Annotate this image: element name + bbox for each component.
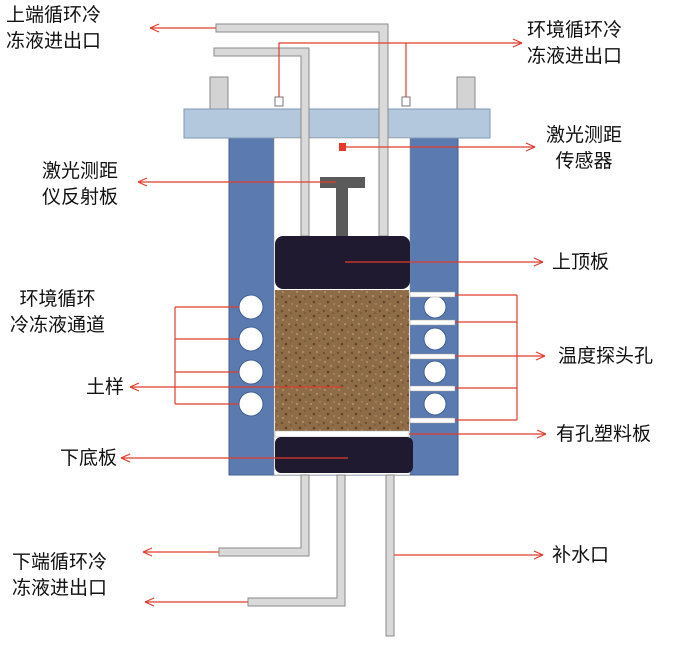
env-channel-hole <box>423 327 447 351</box>
label-top-coolant: 上端循环冷 冻液进出口 <box>6 2 101 54</box>
porous-plate <box>274 430 410 438</box>
annotation-lines <box>120 23 547 607</box>
label-line: 下端循环冷 <box>12 551 108 573</box>
top-plate <box>275 236 410 289</box>
top-lid <box>183 108 491 139</box>
temp-probe-hole <box>409 353 456 360</box>
lid-connector-left <box>274 96 284 107</box>
temp-probe-hole <box>409 417 456 424</box>
env-channel-hole <box>238 391 264 417</box>
water-inlet-pipe <box>385 474 395 637</box>
temp-probe-hole <box>409 319 456 326</box>
laser-sensor <box>339 143 346 151</box>
label-line: 冻液进出口 <box>12 577 108 599</box>
soil-sample <box>275 290 409 431</box>
lid-bolt-right <box>456 76 476 110</box>
env-channel-hole <box>238 294 264 320</box>
label-water-inlet: 补水口 <box>552 542 609 568</box>
label-line: 上端循环冷 <box>6 4 102 26</box>
label-top-plate: 上顶板 <box>552 249 609 275</box>
env-channel-hole <box>423 360 447 384</box>
label-line: 仪反射板 <box>42 186 119 208</box>
label-line: 有孔塑料板 <box>556 423 652 445</box>
label-porous-plate: 有孔塑料板 <box>556 421 651 447</box>
lid-connector-right <box>401 96 411 107</box>
label-line: 激光测距 <box>42 160 119 182</box>
label-line: 冷冻液通道 <box>10 314 106 336</box>
temp-probe-hole <box>409 385 456 392</box>
label-line: 环境循环 <box>19 288 96 310</box>
label-line: 冻液进出口 <box>6 30 102 52</box>
temp-probe-hole <box>409 291 456 298</box>
bottom-coolant-pipe-2 <box>247 474 346 607</box>
reflector-stem <box>336 186 348 238</box>
label-laser-reflector: 激光测距 仪反射板 <box>42 158 118 210</box>
label-line: 上顶板 <box>552 251 610 273</box>
label-temp-holes: 温度探头孔 <box>558 343 653 369</box>
label-bottom-plate: 下底板 <box>60 445 117 471</box>
bottom-coolant-pipe <box>218 474 310 557</box>
env-channel-hole <box>423 295 447 319</box>
env-channel-hole <box>238 359 264 385</box>
label-bottom-coolant: 下端循环冷 冻液进出口 <box>12 549 107 601</box>
label-line: 下底板 <box>60 447 118 469</box>
label-env-coolant-top: 环境循环冷 冻液进出口 <box>527 17 622 69</box>
label-laser-sensor: 激光测距 传感器 <box>546 122 622 174</box>
env-channel-hole <box>423 392 447 416</box>
label-line: 土样 <box>86 376 125 398</box>
label-line: 补水口 <box>552 544 610 566</box>
bottom-plate <box>275 437 413 473</box>
label-line: 冻液进出口 <box>527 45 623 67</box>
env-channel-hole <box>238 326 264 352</box>
label-line: 温度探头孔 <box>558 345 654 367</box>
label-soil-sample: 土样 <box>86 374 124 400</box>
label-line: 环境循环冷 <box>527 19 623 41</box>
reflector-plate <box>320 177 365 188</box>
label-line: 传感器 <box>555 150 613 172</box>
label-line: 激光测距 <box>546 124 623 146</box>
lid-bolt-left <box>209 76 229 110</box>
label-env-channel: 环境循环 冷冻液通道 <box>10 286 105 338</box>
